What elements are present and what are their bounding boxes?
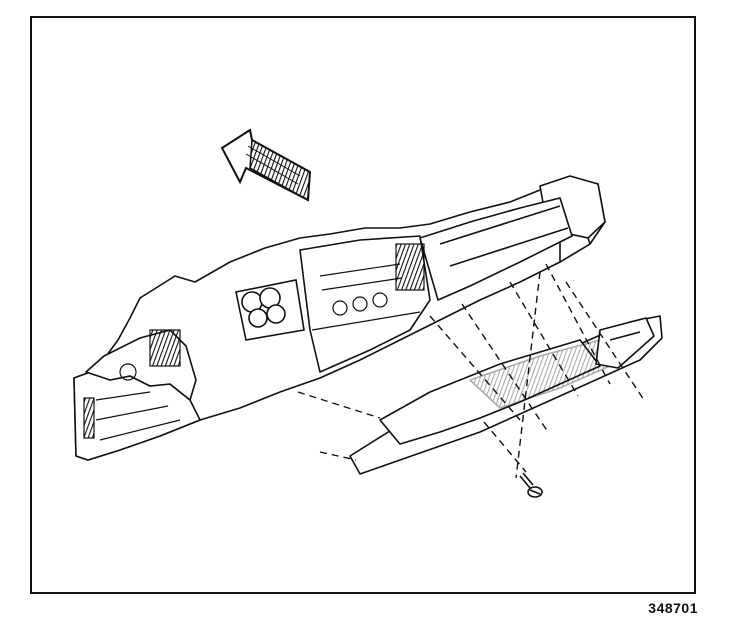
screw-icon [519, 472, 543, 498]
figure-id-label: 348701 [648, 600, 698, 616]
cluster-gauge-openings [235, 279, 305, 341]
arrow-forward-icon [220, 128, 312, 202]
left-end-details [83, 329, 181, 441]
illustration-frame [30, 16, 696, 594]
center-vent-details [311, 243, 425, 331]
instrument-panel-carrier [73, 175, 606, 461]
glove-box-door [349, 315, 663, 475]
alignment-lines [297, 263, 645, 479]
